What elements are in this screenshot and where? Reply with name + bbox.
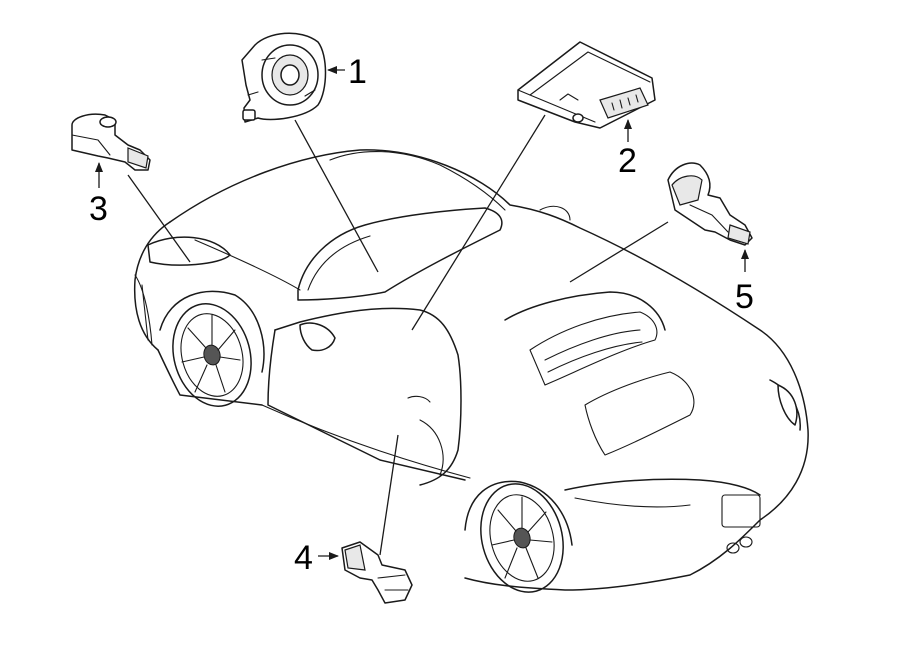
callout-1: 1 bbox=[327, 53, 367, 91]
callout-number-5: 5 bbox=[735, 278, 754, 316]
leader-line-4 bbox=[379, 434, 399, 556]
callout-number-2: 2 bbox=[618, 142, 637, 180]
leader-line-3 bbox=[127, 174, 191, 263]
leader-line-2 bbox=[411, 114, 546, 331]
callout-5: 5 bbox=[735, 249, 754, 316]
front-impact-sensor-part bbox=[71, 113, 151, 171]
rear-wheel bbox=[464, 480, 573, 593]
callout-4: 4 bbox=[294, 539, 339, 577]
airbag-control-module-part bbox=[517, 41, 656, 129]
leader-lines bbox=[127, 114, 669, 556]
callout-number-3: 3 bbox=[89, 190, 108, 228]
callout-3: 3 bbox=[89, 162, 108, 228]
rear-impact-sensor-part bbox=[667, 162, 753, 246]
callout-number-1: 1 bbox=[348, 53, 367, 91]
leader-line-1 bbox=[294, 119, 379, 273]
callout-number-4: 4 bbox=[294, 539, 313, 577]
side-impact-sensor-part bbox=[341, 541, 413, 604]
callout-2: 2 bbox=[618, 119, 637, 180]
car-illustration bbox=[133, 149, 809, 593]
front-wheel bbox=[159, 290, 265, 407]
leader-line-5 bbox=[569, 221, 669, 283]
clock-spring-part bbox=[241, 32, 327, 123]
